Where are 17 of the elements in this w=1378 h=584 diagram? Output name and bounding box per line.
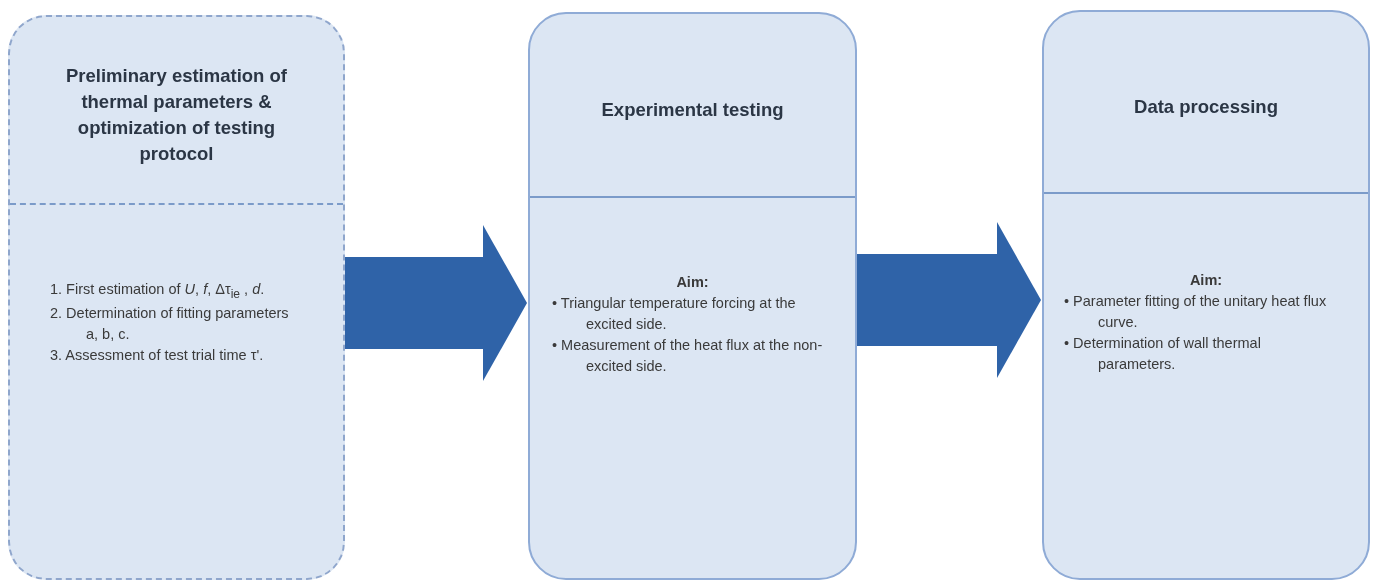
list-item: 1. First estimation of U, f, Δτ$_{ie}$ , d. xyxy=(49,280,266,303)
list-item: • Measurement of the heat flux at the non-excited side. xyxy=(551,336,824,377)
list-item: • Parameter fitting of the unitary heat flux curve. xyxy=(1063,292,1328,333)
aim-label: Aim: xyxy=(675,273,710,292)
step-heading: Data processing xyxy=(1134,95,1278,120)
list-item: 3. Assessment of test trial time τ'. xyxy=(49,346,265,366)
step-heading: Experimental testing xyxy=(601,98,784,123)
list-item: 2. Determination of fitting parameters a, b, c. xyxy=(49,304,290,345)
list-item: • Determination of wall thermal parameters. xyxy=(1063,334,1262,375)
list-item: • Triangular temperature forcing at the excited side. xyxy=(551,294,797,335)
aim-label: Aim: xyxy=(1188,271,1224,290)
block-arrow xyxy=(345,225,527,381)
block-arrow xyxy=(857,222,1041,378)
process-box xyxy=(8,15,345,580)
process-box xyxy=(528,12,857,580)
process-box xyxy=(1042,10,1370,580)
step-heading: Preliminary estimation of thermal parameters & optimization of testing protocol xyxy=(64,64,288,166)
